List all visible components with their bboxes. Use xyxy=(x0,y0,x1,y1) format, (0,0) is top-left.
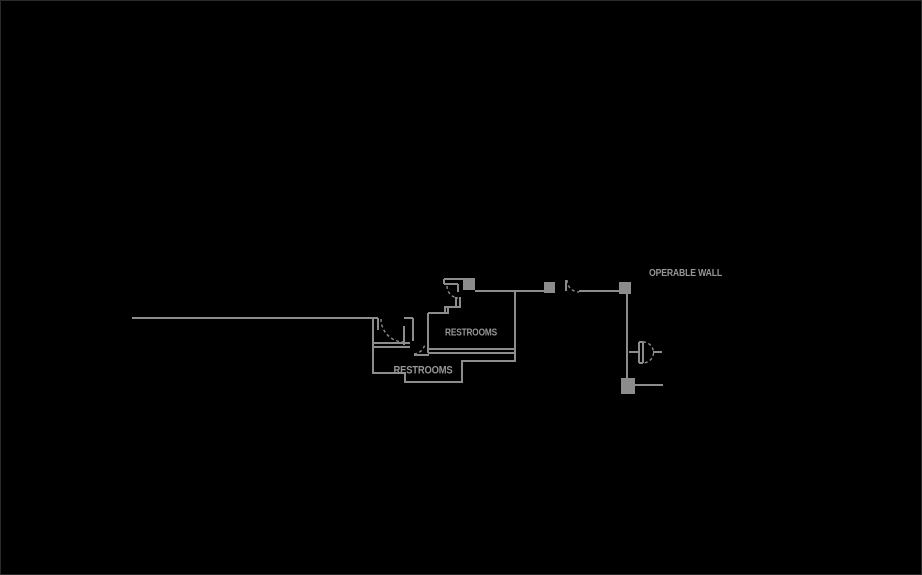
walls xyxy=(132,278,663,386)
column-marker xyxy=(619,282,631,294)
lower-step-outline xyxy=(373,350,516,383)
door-swing-semicircle xyxy=(642,341,655,364)
door-swing-arc xyxy=(446,285,459,299)
door-swing-arc xyxy=(566,279,580,293)
door-swing-arcs xyxy=(380,279,655,364)
column-marker xyxy=(544,282,555,293)
door-swing-arc xyxy=(413,342,426,355)
door-swing-arc xyxy=(380,318,405,343)
column-marker xyxy=(463,278,475,290)
restrooms-label-upper: RESTROOMS xyxy=(445,328,497,339)
restrooms-label-lower: RESTROOMS xyxy=(394,365,453,377)
labels: RESTROOMS RESTROOMS OPERABLE WALL xyxy=(394,268,723,377)
columns xyxy=(463,278,635,394)
column-marker xyxy=(621,378,635,394)
operable-wall-label: OPERABLE WALL xyxy=(649,268,722,279)
